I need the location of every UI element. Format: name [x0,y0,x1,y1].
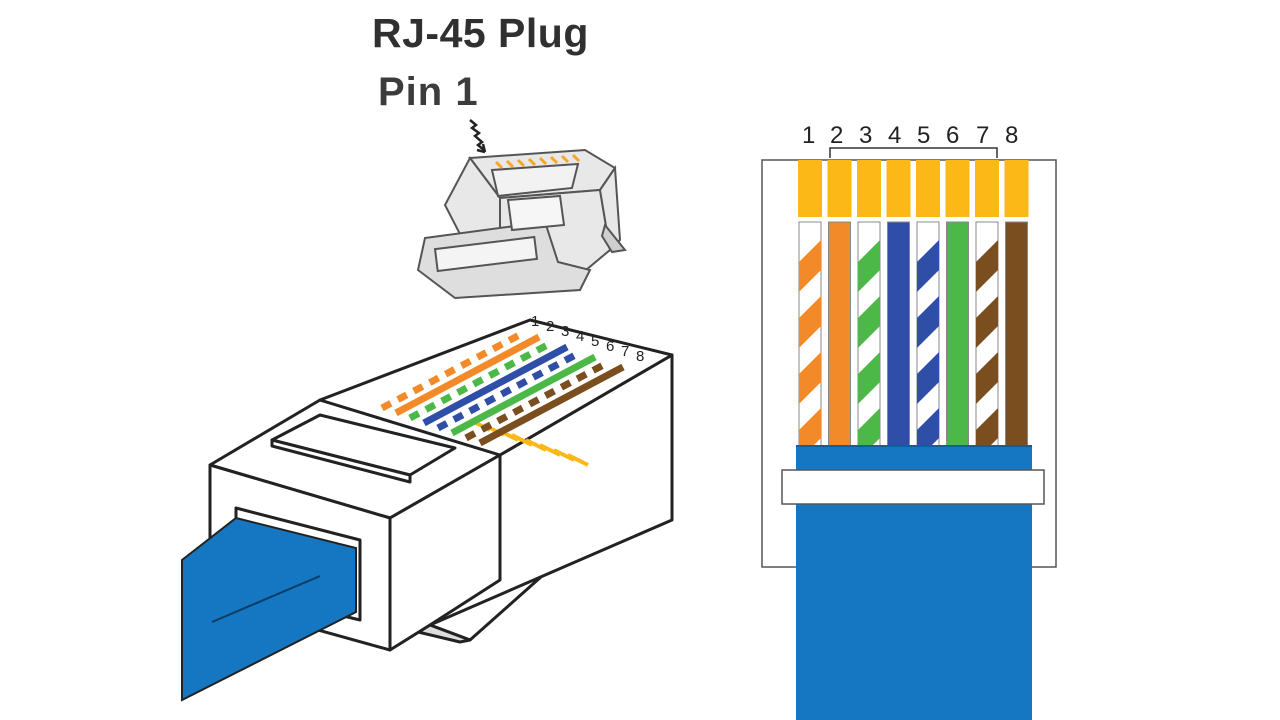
plug-pin-numbers: 1 2 3 4 5 6 7 8 [531,313,644,365]
wire-stripe-1 [799,296,821,348]
wire-6 [946,221,969,447]
plug-wire-stripe-3 [408,338,555,422]
wire-stripe-7 [976,240,998,292]
plug-wire-6 [450,353,597,437]
plug-pin-number-3: 3 [561,323,569,340]
gold-contact-1 [798,160,822,217]
pin-number-6: 6 [946,122,959,149]
wire-stripe-3 [858,352,880,404]
plug-contact-8 [567,453,589,467]
wire-stripe-5 [917,352,939,404]
plug-wire-4 [422,343,569,427]
pin1-arrow [469,119,487,154]
plug-pin-number-5: 5 [591,333,599,350]
gold-contact-5 [916,160,940,217]
gold-contact-3 [857,160,881,217]
cable-jacket-right [781,445,1045,720]
plug-wire-group [380,328,625,467]
gold-contact-4 [886,160,911,217]
pin-number-2: 2 [830,122,843,149]
plug-wire-stripe-5 [436,348,583,432]
plug-pin-number-8: 8 [636,348,644,365]
pin-number-1: 1 [802,122,815,149]
plug-pin-number-4: 4 [576,328,584,345]
plug-pin-number-1: 1 [531,313,539,330]
plug-wire-stripe-7 [464,358,611,442]
pin-bracket [829,147,998,158]
plug-cable-left [181,516,357,702]
connector-pin-numbers: 1 2 3 4 5 6 7 8 [802,122,1018,149]
jack-pin-contacts [494,153,581,170]
plug-pin-number-6: 6 [606,338,614,355]
wire-stripe-5 [917,296,939,348]
flat-wires [798,221,1028,460]
pin-number-3: 3 [859,122,872,149]
plug-wire-stripe-1 [380,328,527,412]
crimp-bar [781,469,1045,505]
gold-contacts [798,160,1029,217]
plug-wire-2 [394,333,541,417]
wire-8 [1005,221,1028,447]
pin-number-4: 4 [888,122,901,149]
wire-stripe-3 [858,240,880,292]
diagram-title: RJ-45 Plug [372,10,589,56]
wire-stripe-7 [976,296,998,348]
pin-number-5: 5 [917,122,930,149]
gold-contact-6 [945,160,970,217]
rj45-jack-illustration [416,148,627,300]
plug-pin-number-2: 2 [546,318,554,335]
wire-stripe-7 [976,352,998,404]
plug-wire-8 [478,363,625,447]
wire-stripe-1 [799,352,821,404]
pin-number-7: 7 [976,122,989,149]
wire-stripe-1 [799,240,821,292]
gold-contact-8 [1004,160,1029,217]
pin-number-8: 8 [1005,122,1018,149]
wire-stripe-3 [858,296,880,348]
gold-contact-2 [827,160,852,217]
wire-4 [887,221,910,447]
plug-pin-number-7: 7 [621,343,629,360]
wire-stripe-5 [917,240,939,292]
pin1-label: Pin 1 [378,70,479,114]
gold-contact-7 [975,160,999,217]
wire-2 [828,221,851,447]
